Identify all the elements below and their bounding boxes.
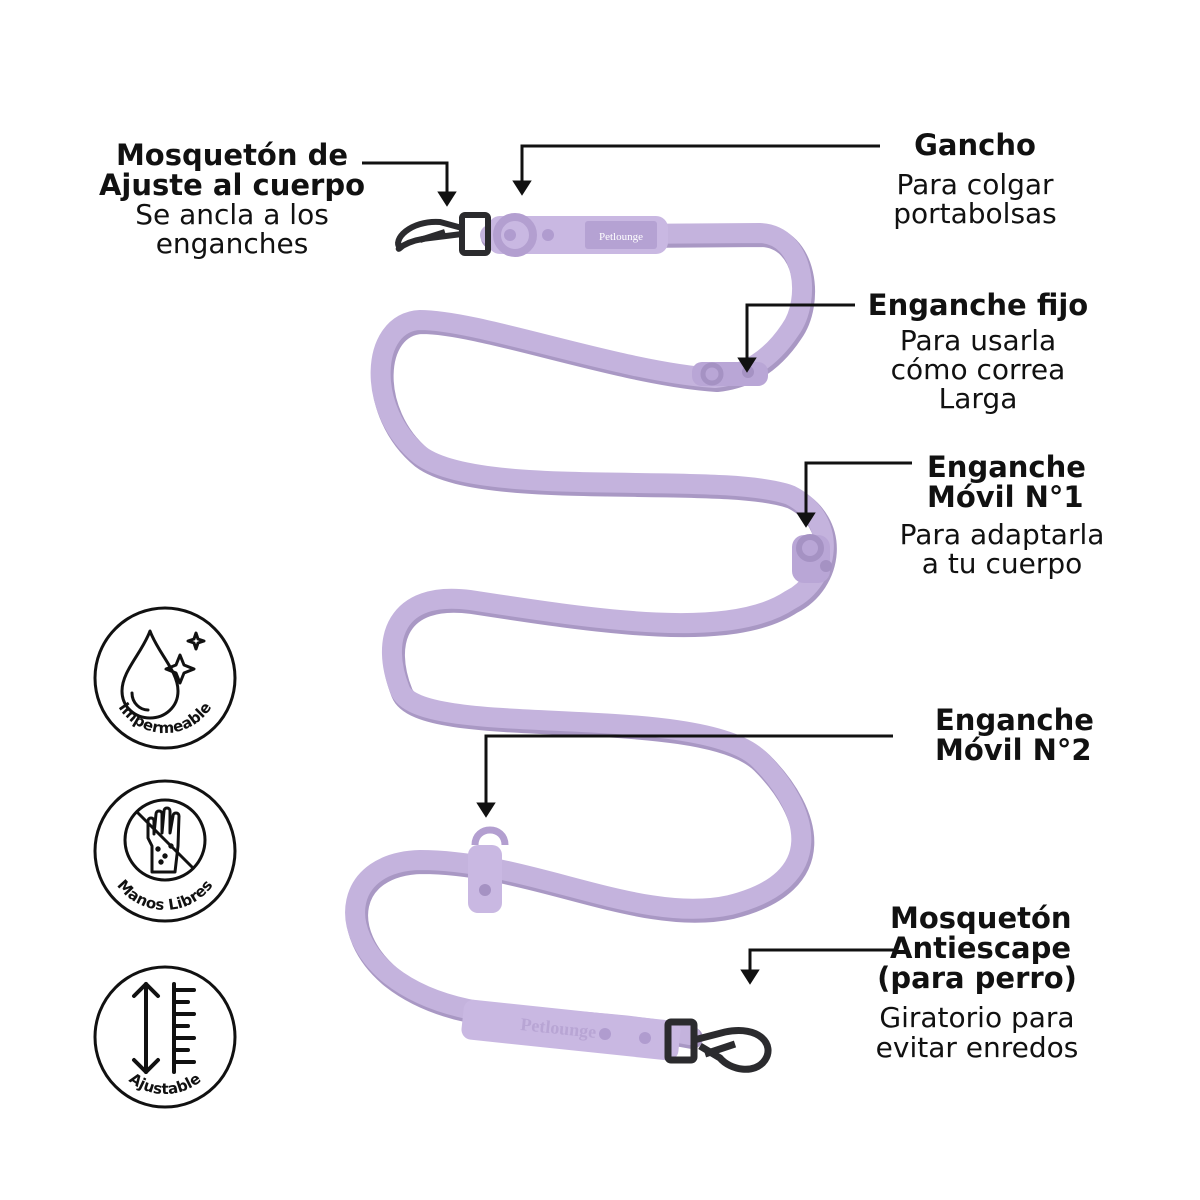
mobile-ring-2-arrow	[484, 734, 893, 808]
callout-title: Ajuste al cuerpo	[98, 168, 365, 203]
rivet	[504, 229, 516, 241]
callout-subtitle: Se ancla a los	[135, 198, 329, 232]
mobile-ring-2	[468, 826, 509, 913]
feature-badge-manos-libres: Manos Libres	[93, 779, 237, 923]
mobile-ring-2-arrowhead	[476, 802, 496, 818]
dog-clip-arrow	[748, 948, 895, 975]
callout-title: Enganche	[935, 703, 1094, 737]
feature-badge-ajustable: Ajustable	[93, 965, 237, 1109]
callout-title: Móvil N°1	[927, 480, 1084, 515]
callout-subtitle: Para usarla	[899, 324, 1057, 358]
callout-lines	[362, 144, 912, 985]
hook-arrow	[520, 144, 880, 186]
no-hand-icon	[123, 798, 207, 882]
dog-clip	[664, 1018, 772, 1073]
callout-title: Antiescape	[890, 931, 1072, 966]
callout-title: Mosquetón de	[115, 138, 349, 172]
rivet	[599, 1028, 611, 1040]
callout-title: Enganche fijo	[867, 288, 1089, 322]
fixed-ring-arrowhead	[737, 357, 757, 373]
callout-subtitle: enganches	[155, 227, 309, 261]
callout-mobile-ring-2: Enganche Móvil N°2	[935, 705, 1115, 765]
callout-subtitle: a tu cuerpo	[921, 547, 1083, 581]
water-drop-sparkle-icon	[120, 629, 206, 720]
callout-title: Mosquetón	[890, 901, 1072, 935]
brand-tag	[585, 221, 657, 249]
hook-ring	[493, 213, 537, 257]
rivet	[542, 229, 554, 241]
callout-subtitle: cómo correa	[890, 353, 1066, 387]
callout-title: Enganche	[927, 450, 1086, 484]
callout-fixed-ring: Enganche fijo Para usarla cómo correa La…	[858, 288, 1098, 416]
body-clip-arrowhead	[437, 191, 457, 207]
callout-title: Móvil N°2	[935, 733, 1092, 768]
body-clip	[395, 212, 491, 256]
fixed-ring	[692, 362, 768, 386]
rivet	[639, 1032, 651, 1044]
callout-title: (para perro)	[877, 961, 1077, 996]
callout-title: Gancho	[914, 128, 1036, 162]
callout-subtitle: portabolsas	[893, 197, 1057, 231]
callout-dog-clip: Mosquetón Antiescape (para perro) Girato…	[862, 903, 1092, 1062]
feature-badge-impermeable: Impermeable	[93, 606, 237, 750]
fixed-ring-arrow	[745, 303, 855, 363]
callout-subtitle: Para colgar	[896, 168, 1054, 202]
bottom-strap-end	[461, 999, 681, 1061]
callout-subtitle: Larga	[938, 382, 1018, 416]
callout-subtitle: Para adaptarla	[899, 518, 1105, 552]
callout-subtitle: Giratorio para	[879, 1001, 1075, 1035]
brand-tag-text: Petlounge	[599, 231, 643, 243]
callout-mobile-ring-1: Enganche Móvil N°1 Para adaptarla a tu c…	[882, 452, 1122, 579]
dog-clip-arrowhead	[740, 969, 760, 985]
hook-arrowhead	[512, 180, 532, 196]
mobile-ring-1	[792, 534, 832, 583]
callout-body-clip: Mosquetón de Ajuste al cuerpo Se ancla a…	[92, 140, 372, 259]
body-clip-arrow	[362, 161, 449, 197]
adjust-ruler-icon	[132, 982, 196, 1074]
mobile-ring-1-arrow	[804, 461, 912, 518]
mobile-ring-1-arrowhead	[796, 512, 816, 528]
callout-hook: Gancho Para colgar portabolsas	[860, 128, 1090, 231]
leash-strap	[345, 223, 834, 1045]
callout-subtitle: evitar enredos	[875, 1030, 1079, 1064]
